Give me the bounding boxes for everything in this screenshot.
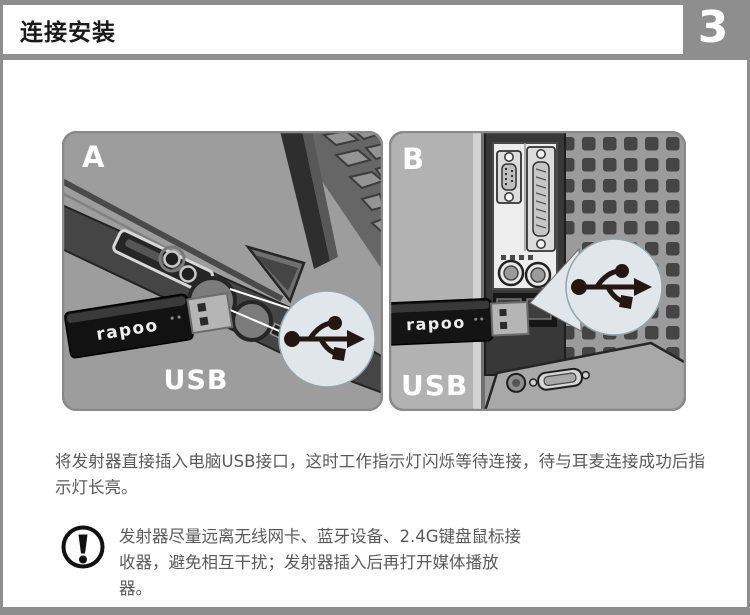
- audio-jack: [163, 250, 181, 268]
- page-number: 3: [697, 2, 729, 53]
- usb-label-a: USB: [164, 365, 229, 396]
- audio-jack: [179, 265, 197, 283]
- usb-dongle: rapoo: [63, 292, 234, 359]
- usb-dongle: rapoo: [389, 298, 530, 346]
- exclamation-icon: [61, 525, 105, 569]
- usb-connector: [490, 300, 530, 337]
- laptop-hinge: [280, 131, 330, 269]
- page-content: rapoo USB A: [3, 60, 747, 607]
- port-cutout: [231, 300, 273, 342]
- laptop-keys: [321, 131, 383, 236]
- panel-a-label: A: [82, 140, 105, 174]
- caution-text: 发射器尽量远离无线网卡、蓝牙设备、2.4G键盘鼠标接收器，避免相互干扰；发射器插…: [119, 527, 522, 598]
- audio-vga-ports: [506, 367, 590, 393]
- panel-b-illustration: rapoo B USB: [389, 131, 686, 411]
- header-bar: 连接安装: [3, 5, 683, 54]
- usb-connector: [186, 292, 234, 335]
- panel-b-label: B: [402, 142, 424, 176]
- serial-port: [496, 150, 522, 204]
- dongle-brand-label: rapoo: [406, 313, 466, 335]
- tower-side: [389, 131, 473, 411]
- panel-a-illustration: rapoo USB A: [62, 131, 383, 411]
- usb-label-b: USB: [401, 369, 468, 402]
- page-title: 连接安装: [20, 19, 116, 46]
- parallel-port: [526, 146, 556, 252]
- ps2-ports: [497, 259, 552, 289]
- instruction-paragraph: 将发射器直接插入电脑USB接口，这时工作指示灯闪烁等待连接，待与耳麦连接成功后指…: [55, 452, 705, 497]
- caution-note: 发射器尽量远离无线网卡、蓝牙设备、2.4G键盘鼠标接收器，避免相互干扰；发射器插…: [59, 522, 531, 602]
